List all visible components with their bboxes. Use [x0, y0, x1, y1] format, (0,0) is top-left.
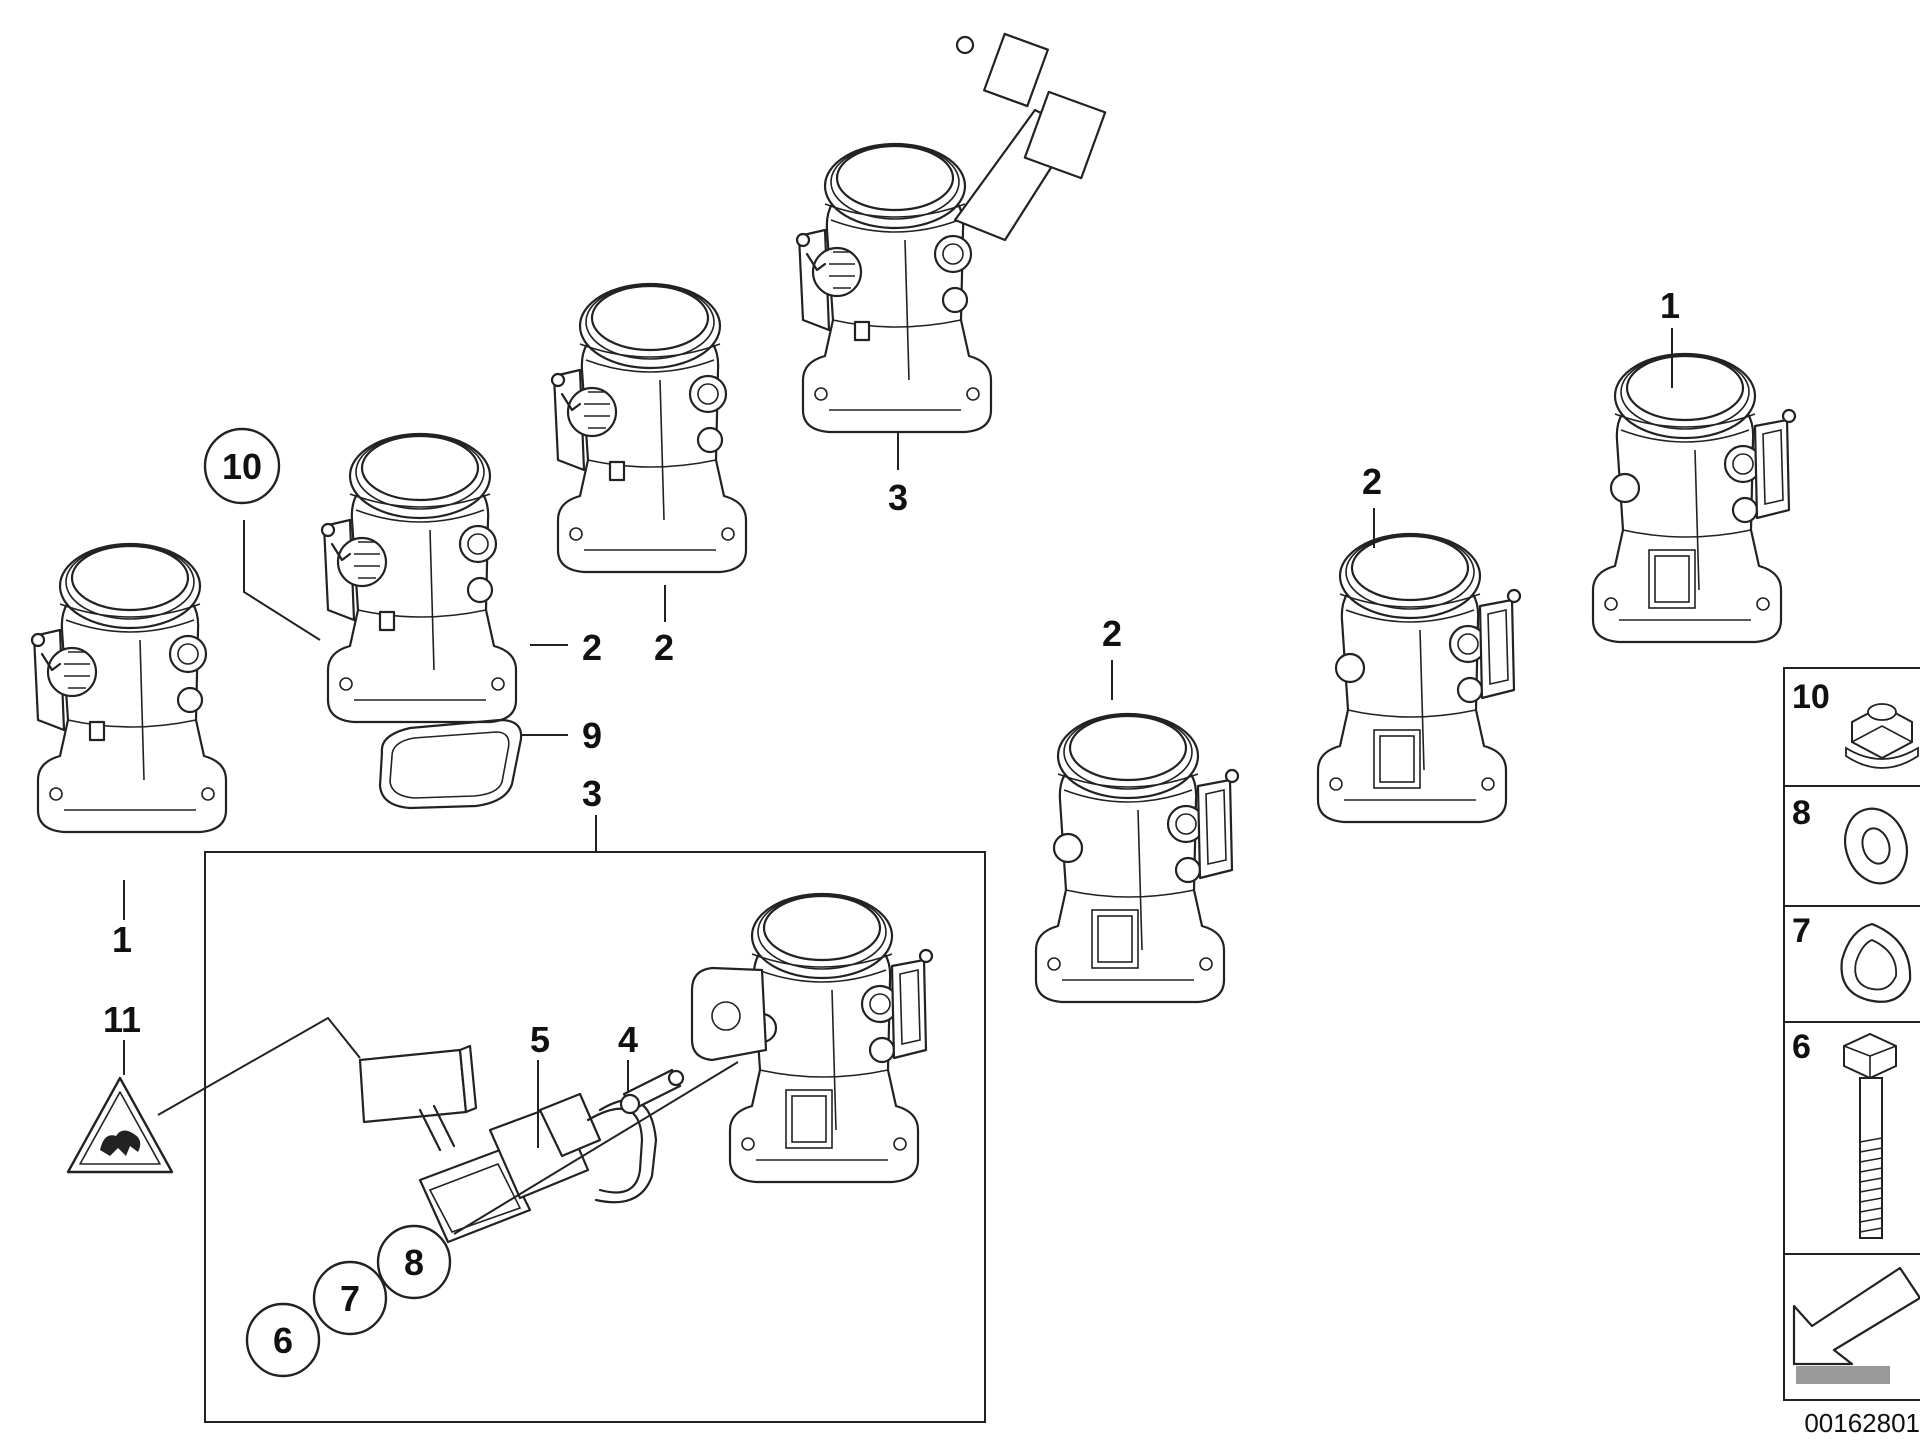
callout-6-circled: 6: [245, 1302, 321, 1378]
callout-10-text: 10: [222, 446, 262, 487]
throttle-body-item-3-top: [797, 32, 1107, 432]
callout-9: 9: [582, 715, 602, 756]
callout-3-top: 3: [888, 477, 908, 518]
callout-1-left: 1: [112, 919, 132, 960]
callout-2-right-b: 2: [1362, 461, 1382, 502]
callout-5: 5: [530, 1019, 550, 1060]
callout-11: 11: [103, 999, 141, 1040]
legend-number-6: 6: [1792, 1028, 1811, 1066]
legend-item-8: 8: [1792, 794, 1908, 885]
callout-2-b: 2: [654, 627, 674, 668]
callout-7-text: 7: [340, 1278, 360, 1319]
legend-item-7: 7: [1792, 912, 1912, 1003]
drawing-number: 00162801: [1804, 1408, 1920, 1438]
legend-item-10: 10: [1792, 678, 1919, 769]
callout-8-circled: 8: [376, 1224, 452, 1300]
gasket-item-9: [378, 718, 523, 810]
throttle-body-item-1-left: [32, 544, 226, 832]
hex-nut-icon: [1845, 703, 1919, 769]
callouts: 1 2 2 3 9 3 11 5 4 2 2 1: [103, 285, 1680, 1060]
throttle-body-item-2-b: [552, 284, 746, 572]
washer-icon: [1844, 807, 1908, 885]
legend-number-8: 8: [1792, 794, 1811, 832]
throttle-body-item-2-a: [322, 434, 516, 722]
callout-6-text: 6: [273, 1320, 293, 1361]
callout-10-circled: 10: [203, 427, 281, 505]
throttle-body-item-1-right: [1593, 354, 1795, 642]
callout-2-right-a: 2: [1102, 613, 1122, 654]
legend-item-6: 6: [1792, 1028, 1897, 1239]
legend-number-10: 10: [1792, 678, 1830, 716]
callout-7-circled: 7: [312, 1260, 388, 1336]
legend-panel: 10 8 7 6: [1783, 667, 1920, 1401]
actuator-item-5: [418, 1092, 658, 1244]
legend-number-7: 7: [1792, 912, 1811, 950]
throttle-body-item-2-right-b: [1318, 534, 1520, 822]
seal-ring-icon: [1840, 922, 1912, 1003]
throttle-body-in-kit: [690, 894, 932, 1182]
callout-1-right: 1: [1660, 285, 1680, 326]
throttle-body-item-2-right-a: [1036, 714, 1238, 1002]
sensor-item-4: [619, 1068, 685, 1115]
callout-4: 4: [618, 1019, 638, 1060]
callout-3-box: 3: [582, 773, 602, 814]
leader-lines: [123, 328, 1673, 1235]
sensor-block-item-11: [358, 1044, 478, 1152]
callout-2-a: 2: [582, 627, 602, 668]
warning-triangle-icon: [66, 1076, 174, 1174]
bolt-icon: [1843, 1032, 1897, 1239]
direction-arrow-icon: [1792, 1266, 1920, 1384]
callout-8-text: 8: [404, 1242, 424, 1283]
